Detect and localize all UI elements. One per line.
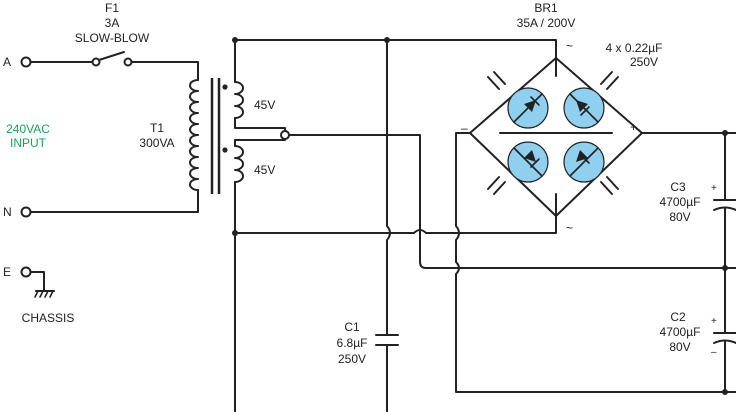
terminal-a-label: A	[3, 55, 11, 69]
transformer-rating-label: 300VA	[139, 136, 174, 150]
c1-ref-label: C1	[344, 320, 360, 334]
wire-centre-tap-b	[234, 134, 286, 147]
c3-ref-label: C3	[670, 180, 686, 194]
wire-centre-to-0v-rail	[288, 134, 736, 269]
fuse-rating-label: 3A	[105, 16, 120, 30]
input-label-line1: 240VAC	[6, 122, 50, 136]
terminal-e-label: E	[3, 265, 11, 279]
bridge-ac-symbol-bottom: ~	[566, 221, 573, 235]
secondary-wiring	[232, 37, 736, 412]
terminal-a	[20, 56, 32, 68]
c2-plus-symbol: +	[711, 316, 717, 327]
c3-plus-symbol: +	[711, 183, 717, 194]
input-label-line2: INPUT	[10, 136, 47, 150]
transformer-ref-label: T1	[150, 121, 164, 135]
bridge-ref-label: BR1	[534, 1, 558, 15]
capacitor-c1	[375, 331, 399, 349]
bridge-rating-label: 35A / 200V	[517, 16, 576, 30]
terminal-n	[20, 206, 32, 218]
wire-bottom-rail	[234, 215, 557, 234]
c2-minus-symbol: –	[711, 347, 717, 358]
diode-bottom-right	[563, 141, 605, 183]
c2-value-label: 4700µF	[660, 325, 701, 339]
diode-top-left	[507, 87, 549, 129]
wire-fuse-to-primary	[130, 61, 199, 81]
bridge-minus-symbol: –	[461, 121, 468, 135]
snubber-cap-bottom-left	[487, 176, 506, 195]
input-section: A F1 3A SLOW-BLOW N 240VAC INPUT E CHASS…	[3, 1, 199, 325]
junction-lower-left	[232, 230, 238, 236]
snubber-cap-top-right	[600, 71, 619, 90]
c2-ref-label: C2	[670, 310, 686, 324]
fuse-blade	[98, 51, 125, 61]
secondary-winding-lower	[234, 145, 244, 183]
wire-c1-top	[386, 39, 391, 333]
primary-winding	[189, 79, 199, 191]
wire-n-to-primary	[29, 189, 199, 213]
centre-tap-terminal	[280, 130, 290, 140]
wire-negative-rail	[455, 132, 736, 393]
fuse-contact-left	[91, 57, 101, 67]
snubber-cap-bottom-right	[600, 176, 619, 195]
wire-top-rail	[234, 39, 557, 83]
junction-c1-top	[384, 37, 390, 43]
secondary-lower-voltage-label: 45V	[254, 163, 275, 177]
bridge-ac-symbol-top: ~	[566, 39, 573, 53]
phase-dot-lower	[222, 147, 228, 153]
terminal-n-label: N	[3, 205, 12, 219]
diode-bottom-left	[507, 141, 549, 183]
bridge-caps-label: 4 x 0.22µF	[606, 41, 663, 55]
chassis-ground-icon	[34, 290, 55, 298]
secondary-winding-upper	[234, 81, 244, 119]
c1-voltage-label: 250V	[338, 352, 366, 366]
diode-top-right	[563, 87, 605, 129]
bridge-rectifier-br1	[469, 57, 643, 217]
fuse-contact-right	[123, 57, 133, 67]
bridge-plus-symbol: +	[630, 120, 637, 134]
secondary-upper-voltage-label: 45V	[254, 98, 275, 112]
fuse-type-label: SLOW-BLOW	[75, 31, 150, 45]
terminal-e	[20, 266, 32, 278]
dc-output: + + –	[455, 130, 736, 395]
junction-upper-left	[232, 37, 238, 43]
fuse-ref-label: F1	[105, 1, 119, 15]
c3-voltage-label: 80V	[669, 210, 690, 224]
c3-value-label: 4700µF	[660, 195, 701, 209]
bridge-caps-voltage-label: 250V	[630, 55, 658, 69]
transformer-t1	[189, 78, 244, 194]
c1-value-label: 6.8µF	[337, 336, 368, 350]
fuse-f1	[91, 51, 133, 67]
wire-e-to-chassis	[29, 271, 45, 291]
chassis-label: CHASSIS	[22, 311, 75, 325]
phase-dot-upper	[222, 84, 228, 90]
wire-centre-tap-a	[234, 117, 286, 136]
c2-voltage-label: 80V	[669, 340, 690, 354]
snubber-cap-top-left	[487, 71, 506, 90]
